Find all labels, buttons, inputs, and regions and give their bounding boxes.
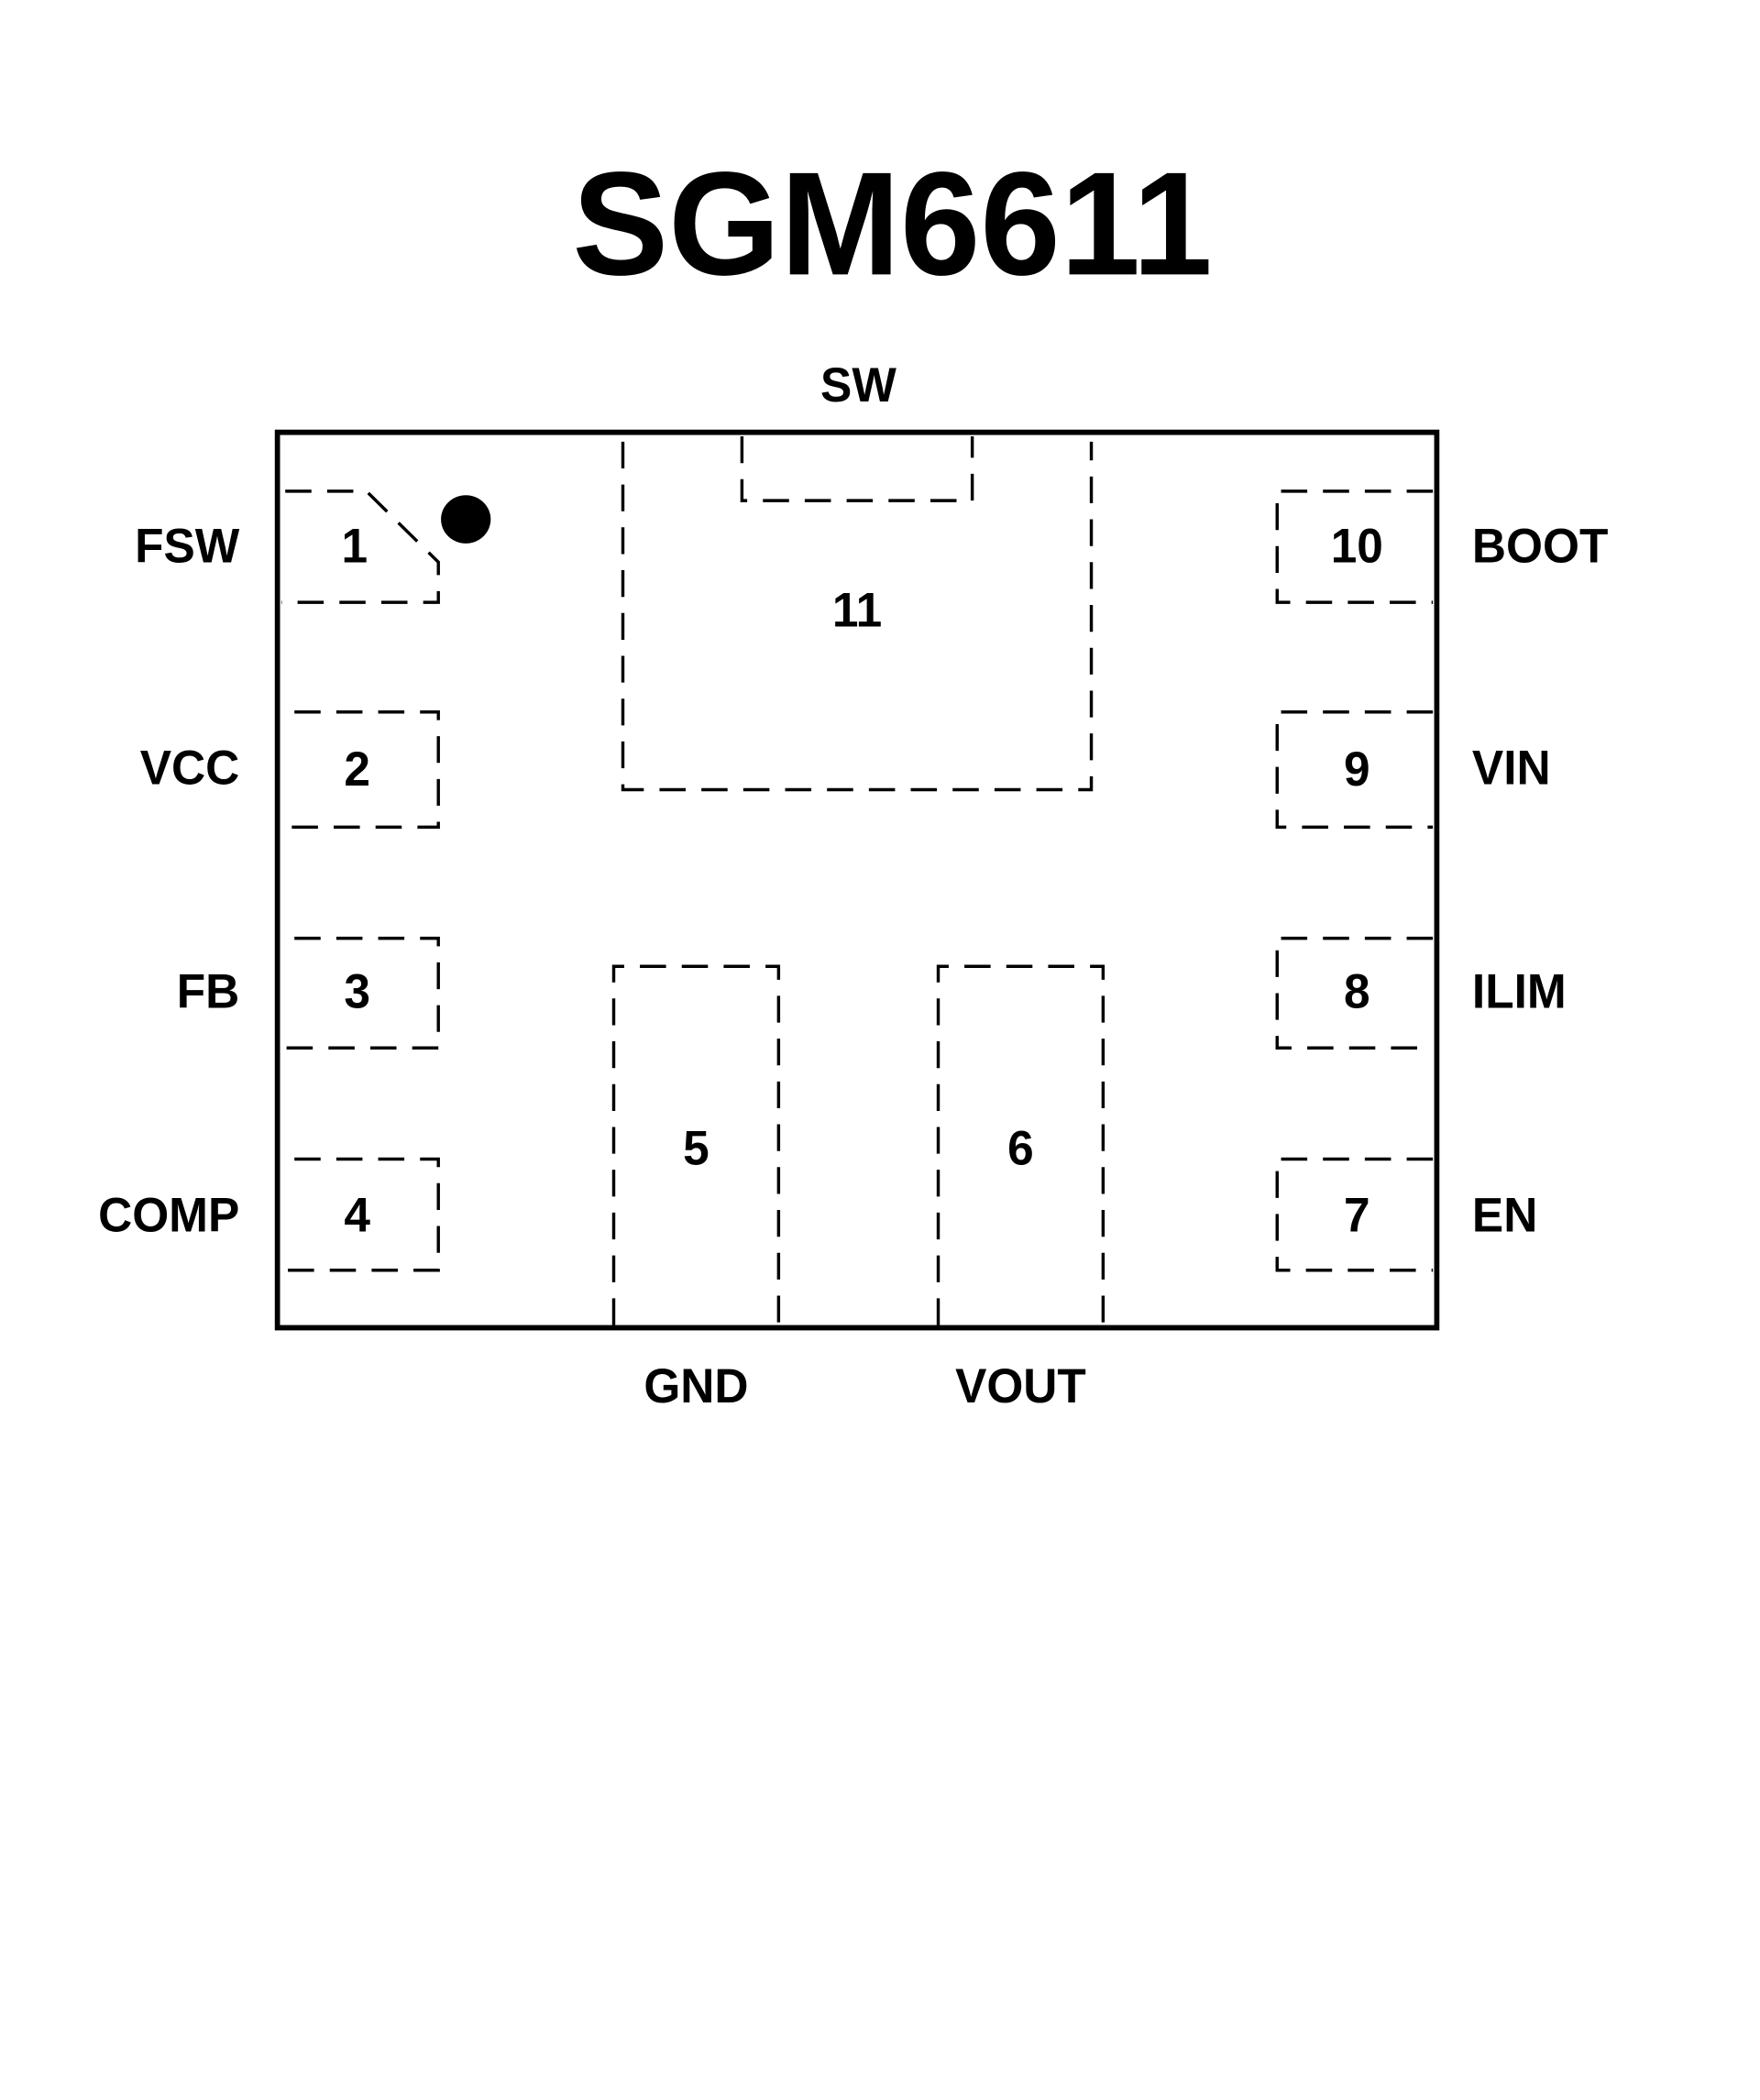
pin-label-boot: BOOT [1472, 520, 1609, 574]
pin-number-3: 3 [344, 965, 370, 1019]
pin-label-ilim: ILIM [1472, 965, 1567, 1019]
package-outline [274, 429, 1440, 1331]
pin-label-en: EN [1472, 1189, 1537, 1243]
pin-number-5: 5 [683, 1122, 710, 1176]
pad-9 [1275, 710, 1434, 830]
pin-label-vcc: VCC [140, 742, 239, 796]
pin-label-fb: FB [177, 965, 239, 1019]
pin-number-9: 9 [1344, 743, 1370, 797]
pin-number-1: 1 [342, 520, 368, 574]
pin-label-sw: SW [820, 359, 896, 413]
pin-number-11: 11 [832, 584, 882, 638]
pad-6 [936, 964, 1106, 1325]
pin-1-dot-marker [441, 495, 491, 544]
pin-label-gnd: GND [644, 1360, 748, 1414]
pad-11-tab [740, 436, 974, 502]
pin-number-8: 8 [1344, 965, 1370, 1019]
pad-5 [611, 964, 781, 1325]
pin-number-2: 2 [344, 743, 370, 797]
pin-number-7: 7 [1344, 1189, 1370, 1243]
pad-11 [621, 441, 1094, 792]
pad-2 [280, 710, 440, 830]
pad-10 [1275, 489, 1434, 604]
pad-1 [280, 489, 440, 604]
pad-8 [1275, 936, 1434, 1050]
pin-number-6: 6 [1007, 1122, 1034, 1176]
pin-label-fsw: FSW [135, 520, 239, 574]
pin-number-4: 4 [344, 1189, 370, 1243]
pin-number-10: 10 [1331, 520, 1383, 574]
pin-label-vin: VIN [1472, 742, 1551, 796]
chip-title: SGM6611 [572, 141, 1212, 306]
pad-7 [1275, 1157, 1434, 1272]
pin-label-comp: COMP [98, 1189, 239, 1243]
pin-label-vout: VOUT [955, 1360, 1086, 1414]
